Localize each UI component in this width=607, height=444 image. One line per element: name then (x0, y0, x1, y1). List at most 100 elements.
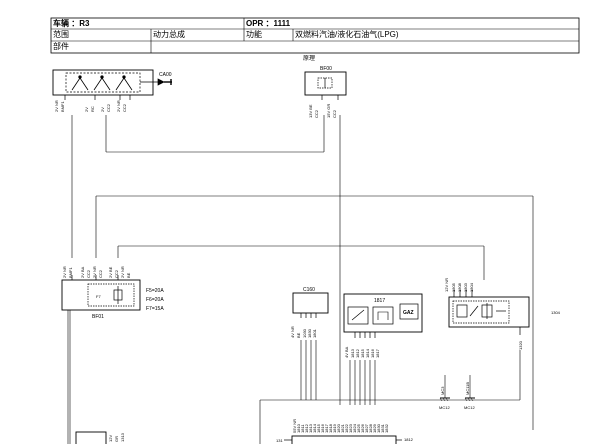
relay-1304-pins: 12V NR 1805 1808 1803 1804 1320 (444, 278, 523, 350)
bf01-code: BF01 (92, 314, 104, 320)
svg-text:1821: 1821 (340, 423, 345, 433)
connector-c160: C160 (292, 287, 329, 318)
connector-1812: 131 1812 (276, 435, 414, 444)
lpg-ecu-pins: 4V BA 1813 1812 1815 1814 1816 1817 (344, 346, 380, 358)
svg-text:2V NR: 2V NR (54, 100, 59, 112)
svg-text:1818: 1818 (328, 423, 333, 433)
svg-text:1813: 1813 (350, 348, 355, 358)
svg-text:1811: 1811 (300, 424, 305, 433)
svg-text:1801: 1801 (312, 328, 317, 338)
svg-text:CC2: CC2 (122, 103, 127, 112)
svg-text:1831: 1831 (380, 423, 385, 433)
ground-mc12 (439, 397, 475, 402)
relay-1304-side-label: 1320 (518, 340, 523, 350)
function-label: 功能 (246, 30, 262, 39)
svg-text:1826: 1826 (360, 423, 365, 433)
range-value: 动力总成 (153, 30, 185, 39)
svg-text:2V NR: 2V NR (116, 100, 121, 112)
opr-label: OPR ：1111 (246, 19, 291, 28)
svg-text:MC3: MC3 (440, 386, 445, 395)
svg-text:RC: RC (90, 106, 95, 112)
fuse-rating-f7: F7=15A (146, 306, 164, 312)
svg-text:1830: 1830 (307, 328, 312, 338)
svg-text:1808: 1808 (457, 282, 462, 292)
svg-text:13V BE: 13V BE (308, 104, 313, 118)
svg-text:2V NR: 2V NR (92, 266, 97, 278)
principle-label: 原理 (303, 55, 315, 62)
svg-text:1819: 1819 (332, 423, 337, 433)
svg-text:1822: 1822 (344, 423, 349, 433)
lpg-ecu-1817: GAZ 1817 (343, 293, 423, 338)
bottom-left-component (75, 431, 107, 444)
svg-text:GR: GR (114, 436, 119, 442)
function-value: 双燃料汽油/液化石油气(LPG) (295, 30, 399, 39)
fuse-rating-f5: F5=20A (146, 288, 164, 294)
fuse-box-bf00: BF00 (304, 66, 347, 100)
svg-text:BMF1: BMF1 (60, 101, 65, 112)
svg-text:1829: 1829 (372, 423, 377, 433)
c160-pins: 4V NR BE 1030 1830 1801 (290, 326, 317, 338)
connector-left-code: 131 (276, 438, 283, 443)
relay-1304-code: 1304 (551, 310, 561, 315)
relay-1304: 1304 (448, 290, 561, 335)
svg-text:CC2: CC2 (86, 269, 91, 278)
svg-text:2V BE: 2V BE (108, 266, 113, 278)
parts-label: 部件 (53, 42, 69, 51)
svg-text:BE: BE (126, 272, 131, 278)
svg-text:BE: BE (296, 332, 301, 338)
svg-text:1030: 1030 (302, 328, 307, 338)
lpg-switch-label: GAZ (403, 310, 414, 316)
svg-text:1813: 1813 (308, 423, 313, 433)
svg-text:BMF1: BMF1 (68, 267, 73, 278)
lpg-ecu-code: 1817 (374, 298, 385, 304)
ignition-switch-pins: 2V NR BMF1 2V RC 2V CC2 2V NR CC2 (54, 100, 127, 112)
svg-text:1832: 1832 (384, 423, 389, 433)
svg-text:1803: 1803 (463, 282, 468, 292)
svg-text:2V: 2V (84, 107, 89, 112)
range-label: 范围 (53, 30, 69, 39)
svg-text:1804: 1804 (469, 282, 474, 292)
svg-text:1814: 1814 (312, 423, 317, 433)
bf01-inner-fuse: F7 (96, 294, 101, 299)
svg-text:1313: 1313 (120, 432, 125, 442)
svg-text:1830: 1830 (376, 423, 381, 433)
svg-text:12V: 12V (108, 435, 113, 442)
svg-text:CC2: CC2 (114, 269, 119, 278)
svg-text:CC2: CC2 (106, 103, 111, 112)
bf01-fuse-ratings: F5=20A F6=20A F7=15A (146, 288, 164, 312)
svg-text:2V: 2V (100, 107, 105, 112)
svg-text:55V NR: 55V NR (292, 419, 297, 433)
svg-text:2V NR: 2V NR (120, 266, 125, 278)
svg-text:15V GR: 15V GR (326, 104, 331, 118)
svg-text:1820: 1820 (336, 423, 341, 433)
fuse-box-bf01: F7 BF01 (61, 275, 141, 320)
svg-text:2V NR: 2V NR (62, 266, 67, 278)
vehicle-label: 车辆 ：R3 (53, 19, 90, 28)
svg-text:1817: 1817 (324, 423, 329, 433)
svg-text:MC11B: MC11B (465, 382, 470, 395)
svg-text:4V BA: 4V BA (344, 346, 349, 358)
c160-code: C160 (303, 287, 315, 293)
svg-text:1817: 1817 (375, 348, 380, 358)
svg-text:CC2: CC2 (98, 269, 103, 278)
bf00-pins: 13V BE CC2 15V GR CC2 (308, 104, 337, 118)
svg-text:1816: 1816 (370, 348, 375, 358)
wires (67, 115, 534, 444)
ignition-switch-ca00: CA00 (52, 69, 172, 100)
bottom-left-pins: 12V GR 1313 (108, 432, 125, 442)
ignition-switch-code: CA00 (159, 72, 172, 78)
svg-text:1815: 1815 (316, 423, 321, 433)
svg-text:12V NR: 12V NR (444, 278, 449, 292)
header-table-grid (50, 17, 580, 54)
svg-text:1812: 1812 (355, 348, 360, 358)
svg-text:1816: 1816 (320, 423, 325, 433)
svg-text:1815: 1815 (360, 348, 365, 358)
connector-1812-pins: 55V NR 1810 1811 1812 1813 1814 1815 181… (292, 419, 389, 433)
svg-text:1810: 1810 (296, 423, 301, 433)
svg-text:4V NR: 4V NR (290, 326, 295, 338)
fuse-rating-f6: F6=20A (146, 297, 164, 303)
svg-text:1827: 1827 (364, 423, 369, 433)
svg-text:1824: 1824 (352, 423, 357, 433)
